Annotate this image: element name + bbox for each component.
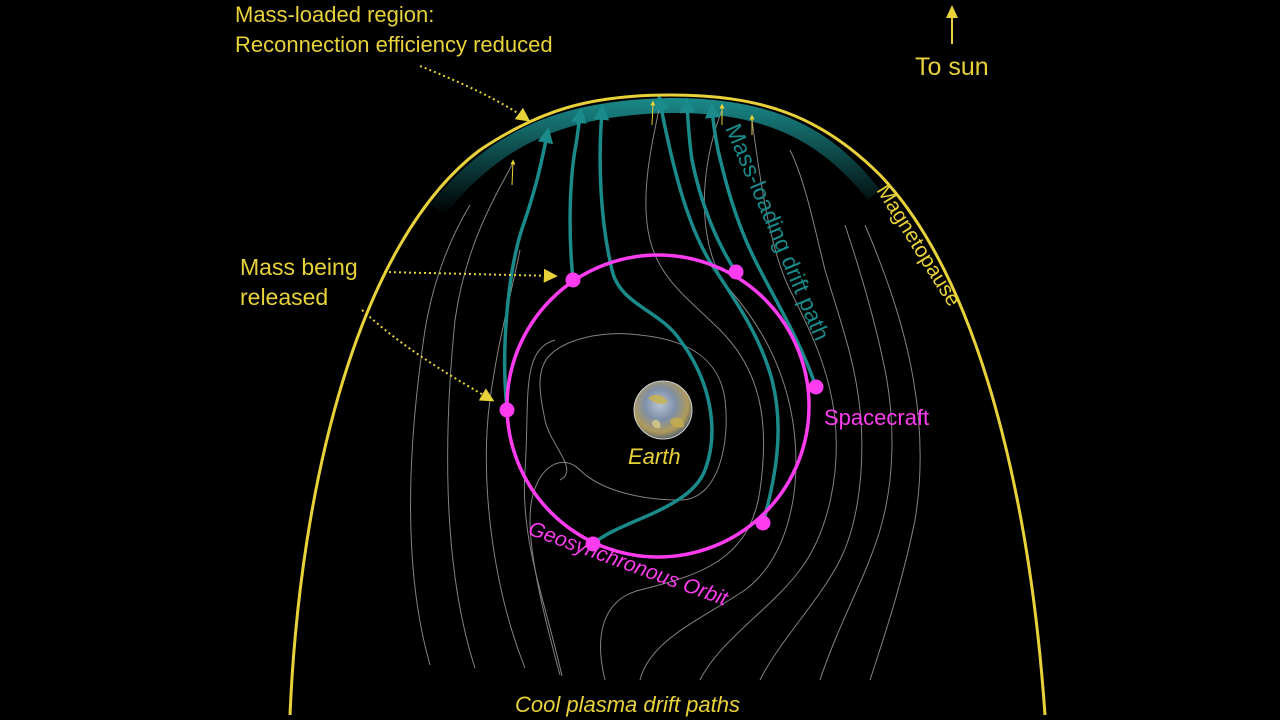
annotation-pointers xyxy=(361,65,558,402)
cool-plasma-drift-paths xyxy=(410,104,921,681)
cool-plasma-line xyxy=(529,333,727,676)
spacecraft-marker xyxy=(808,379,824,395)
drift-path xyxy=(591,104,714,546)
mass-loaded-pointer xyxy=(419,65,531,122)
cool-plasma-line xyxy=(639,109,797,681)
arrow-up-icon xyxy=(946,5,958,44)
cool-plasma-line xyxy=(699,119,837,681)
earth-label: Earth xyxy=(628,444,681,469)
magnetopause-boundary xyxy=(288,93,1047,716)
drift-path xyxy=(502,127,554,412)
drift-path xyxy=(568,107,587,282)
cool-plasma-line xyxy=(410,204,471,666)
cool-plasma-line xyxy=(759,149,863,681)
mass-released-label-line1: Mass being xyxy=(240,254,358,280)
mass-loaded-band xyxy=(430,98,880,215)
spacecraft-label: Spacecraft xyxy=(824,405,929,430)
to-sun-label: To sun xyxy=(915,53,989,81)
cool-plasma-line xyxy=(447,164,513,669)
spacecraft-marker xyxy=(499,402,515,418)
cool-plasma-line xyxy=(523,339,563,677)
cool-plasma-line xyxy=(864,224,921,681)
cool-plasma-drift-paths-label: Cool plasma drift paths xyxy=(515,692,740,717)
drift-path xyxy=(679,97,738,274)
reconnection-arrow xyxy=(650,100,656,126)
spacecraft-marker xyxy=(565,272,581,288)
spacecraft-marker xyxy=(585,536,601,552)
spacecraft-marker xyxy=(728,264,744,280)
spacecraft-markers xyxy=(499,264,824,552)
cool-plasma-line xyxy=(819,224,893,681)
reconnection-arrow xyxy=(510,159,516,186)
magnetopause-label: Magnetopause xyxy=(872,180,965,310)
mass-released-pointer xyxy=(383,268,558,283)
mass-loaded-label-line2: Reconnection efficiency reduced xyxy=(235,32,553,57)
mass-released-label-line2: released xyxy=(240,284,328,310)
spacecraft-marker xyxy=(755,515,771,531)
mass-loading-drift-paths xyxy=(502,94,818,546)
cool-plasma-line xyxy=(600,104,765,681)
drift-path xyxy=(704,102,818,389)
drift-path xyxy=(653,94,780,525)
geosynchronous-orbit-label: Geosynchronous Orbit xyxy=(525,517,731,611)
mass-released-pointer xyxy=(361,309,495,402)
mass-loaded-label-line1: Mass-loaded region: xyxy=(235,2,434,27)
earth-globe-icon xyxy=(633,380,693,440)
mass-loading-drift-path-label: Mass-loading drift path xyxy=(720,120,835,344)
reconnection-arrows xyxy=(510,100,755,186)
